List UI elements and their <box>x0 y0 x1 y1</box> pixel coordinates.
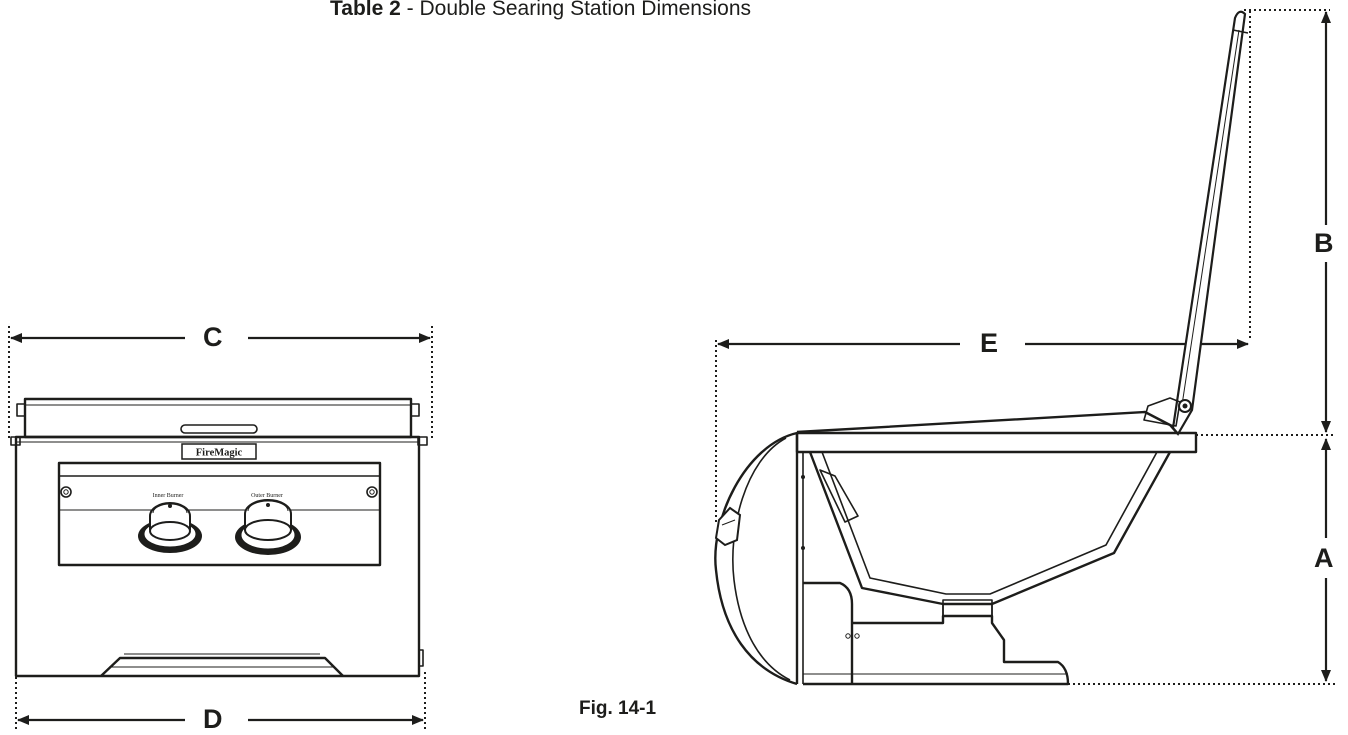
dim-label-b: B <box>1306 228 1342 258</box>
firebox <box>808 451 1172 606</box>
dim-label-e: E <box>972 328 1007 358</box>
knob-left-label: Inner Burner <box>153 493 184 499</box>
base-tray <box>803 614 1070 686</box>
burner-knob-right <box>235 499 301 555</box>
open-lid <box>1143 10 1249 436</box>
front-body <box>14 435 421 678</box>
top-shelf <box>795 431 1198 454</box>
dim-label-d: D <box>195 704 231 734</box>
burner-knob-left <box>138 502 202 553</box>
side-control-panel <box>714 431 798 686</box>
side-view <box>714 9 1335 686</box>
burner-assembly <box>942 599 993 617</box>
lid-hinge-left <box>16 403 26 417</box>
brand-logo <box>181 443 257 460</box>
panel-screw-left <box>60 486 72 498</box>
knob-right-label: Outer Burner <box>251 493 283 499</box>
table-title: Table 2 - Double Searing Station Dimensi… <box>330 0 751 20</box>
top-surface <box>796 410 1179 435</box>
lid-handle <box>180 424 258 434</box>
dim-label-c: C <box>195 322 231 352</box>
brand-logo-text: FireMagic <box>196 448 243 459</box>
figure-caption: Fig. 14-1 <box>579 698 657 719</box>
lid-hinge-right <box>410 403 420 417</box>
front-view: FireMagic Inner Burner Outer Burner <box>8 326 433 730</box>
dim-label-a: A <box>1306 543 1342 573</box>
control-panel <box>57 461 382 567</box>
panel-screw-right <box>366 486 378 498</box>
